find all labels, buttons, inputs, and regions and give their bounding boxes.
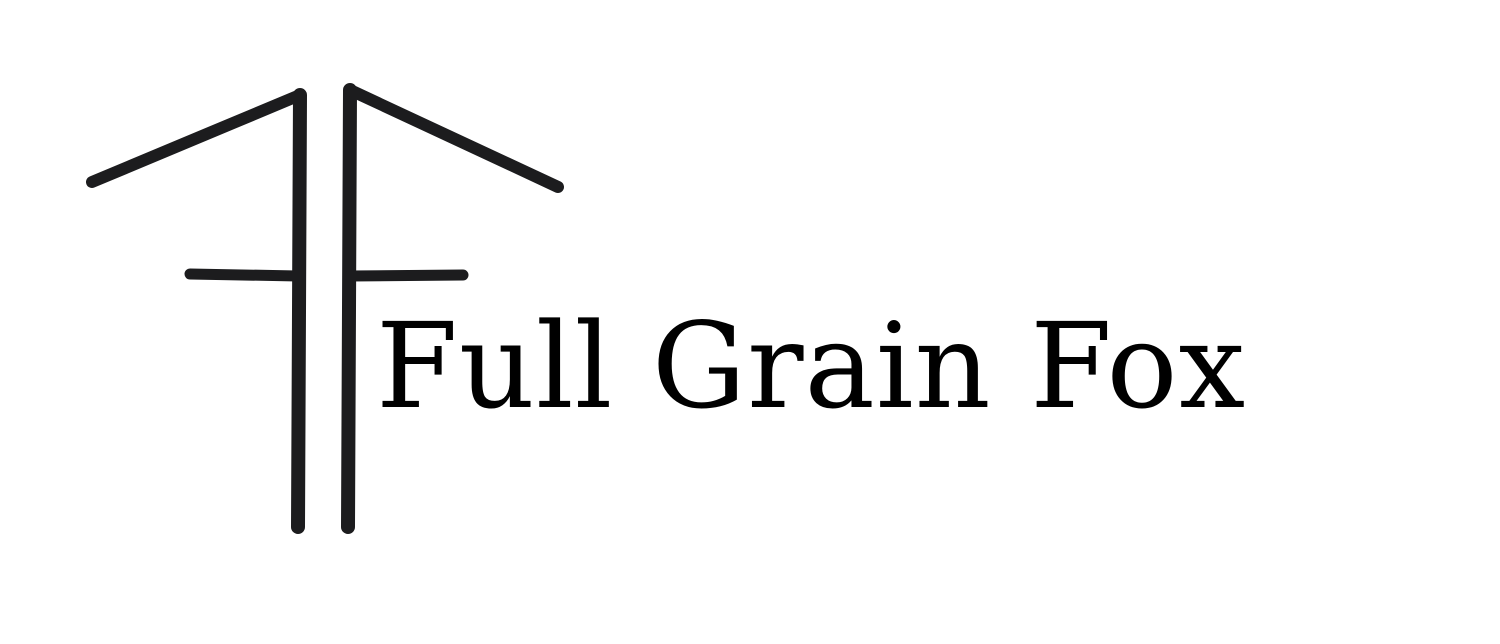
brand-wordmark: Full Grain Fox: [376, 297, 1247, 435]
left-f-top-arm: [86, 89, 306, 188]
right-f-stem: [341, 83, 357, 534]
right-f-top-arm: [344, 84, 564, 193]
left-f-crossbar: [184, 268, 304, 282]
left-f-stem: [291, 88, 307, 534]
right-f-crossbar: [344, 269, 469, 282]
